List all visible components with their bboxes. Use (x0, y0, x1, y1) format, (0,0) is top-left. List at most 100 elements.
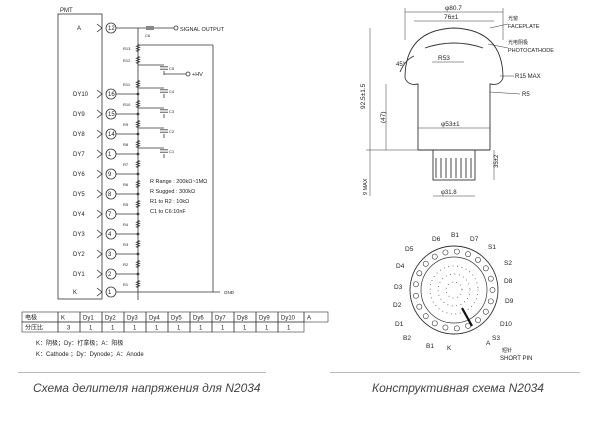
pin-hole (416, 270, 423, 277)
table-header-text: 电极 (25, 314, 37, 322)
pin-label-s2: S2 (504, 260, 512, 267)
dot (432, 301, 434, 303)
dot (445, 292, 447, 294)
resistor-label: R13 (123, 46, 131, 51)
junction-dot (136, 272, 140, 276)
dot (436, 272, 438, 274)
dot (457, 265, 459, 267)
capacitor-label: C2 (169, 129, 175, 134)
dot (476, 282, 478, 284)
resistor-r1 (135, 280, 141, 288)
table-value: 1 (243, 326, 247, 332)
pin-label-b1: B1 (426, 343, 434, 350)
table-header-text: Dy6 (193, 316, 204, 322)
dot (445, 275, 447, 277)
pin-hole (416, 303, 423, 310)
bulb-outline (404, 27, 504, 79)
table-header-text: Dy7 (215, 316, 226, 322)
pin-label-b2: B2 (403, 335, 411, 342)
pin-hole (487, 298, 494, 305)
dynode-label: DY5 (73, 192, 85, 198)
junction-dot (136, 172, 140, 176)
base-len-dim: 35±2 (494, 154, 500, 168)
dot (452, 265, 454, 267)
dot (477, 293, 479, 295)
dim-top-outer: φ80.7 (445, 5, 462, 12)
junction-dot (136, 112, 140, 116)
dot (458, 274, 460, 276)
signal-output-terminal (173, 25, 179, 31)
pmt-body (57, 13, 103, 300)
base-outer-ring (409, 245, 499, 335)
short-pin-key (461, 307, 473, 327)
pin-label-d2: D2 (393, 302, 402, 309)
pin-label-k: K (447, 345, 452, 352)
pin-hole (431, 253, 438, 260)
dynode-label: DY9 (73, 112, 85, 118)
table-row-label: 分压比 (25, 324, 43, 332)
table-note-en: K：Cathode ；Dy：Dynode；A：Anode (36, 352, 144, 358)
table-value: 1 (287, 326, 291, 332)
table-header-text: Dy9 (259, 316, 270, 322)
dot (438, 294, 440, 296)
dot (448, 295, 450, 297)
pin-hole (442, 324, 449, 331)
pin-hole (482, 265, 489, 272)
dot (459, 312, 461, 314)
dynode-pin-terminal (96, 209, 103, 219)
gnd-label: GND (224, 290, 235, 295)
dot (468, 293, 470, 295)
resistor-label: R10 (123, 102, 131, 107)
dot (466, 279, 468, 281)
short-pin-label: SHORT PIN (500, 356, 532, 362)
pin-label-d10: D10 (500, 321, 512, 328)
dynode-label: DY3 (73, 232, 85, 238)
dynode-pin-terminal (96, 129, 103, 139)
junction-dot (136, 132, 140, 136)
dot (464, 301, 466, 303)
dot (447, 283, 449, 285)
resistor-label: R6 (123, 182, 129, 187)
pin-label-d9: D9 (505, 298, 514, 305)
pin-hole (442, 249, 449, 256)
resistor-label: R1 (123, 282, 129, 287)
table-value: 1 (111, 326, 115, 332)
dot (431, 279, 433, 281)
dot (477, 286, 479, 288)
dot (467, 308, 469, 310)
short-pin-cn: 短针 (502, 347, 512, 354)
dot (461, 288, 463, 290)
resistor-label: R9 (123, 122, 129, 127)
resistor-label: R4 (123, 222, 129, 227)
dot (472, 274, 474, 276)
junction-dot (136, 192, 140, 196)
dot (445, 287, 447, 289)
table-header-text: K (61, 316, 65, 322)
dynode-pin-terminal (96, 109, 103, 119)
junction-dot (136, 252, 140, 256)
resistor-r6 (135, 180, 141, 188)
spec-text: R Sugged : 300kΩ (150, 189, 195, 195)
bulb-neck (404, 77, 504, 150)
base-dia-dim: φ31.8 (441, 190, 457, 196)
dot (451, 281, 453, 283)
table-header-text: A (307, 316, 311, 322)
table-value: 1 (221, 326, 225, 332)
faceplate-label: FACEPLATE (508, 24, 540, 30)
leader (489, 23, 509, 29)
dot (467, 298, 469, 300)
caption-divider-left (18, 372, 266, 373)
capacitor-label: C4 (169, 89, 175, 94)
dynode-pin-terminal (96, 189, 103, 199)
dynode-pin-number: 3 (108, 252, 112, 258)
hv-label: +HV (192, 72, 203, 78)
max-len-dim: 9 MAX (363, 178, 369, 195)
resistor-r9 (135, 120, 141, 128)
pin-label-d8: D8 (504, 278, 513, 285)
hv-terminal (185, 71, 191, 77)
pmt-title: PMT (60, 8, 73, 14)
angle-label: 45° (396, 62, 406, 68)
r5-label: R5 (522, 92, 530, 98)
